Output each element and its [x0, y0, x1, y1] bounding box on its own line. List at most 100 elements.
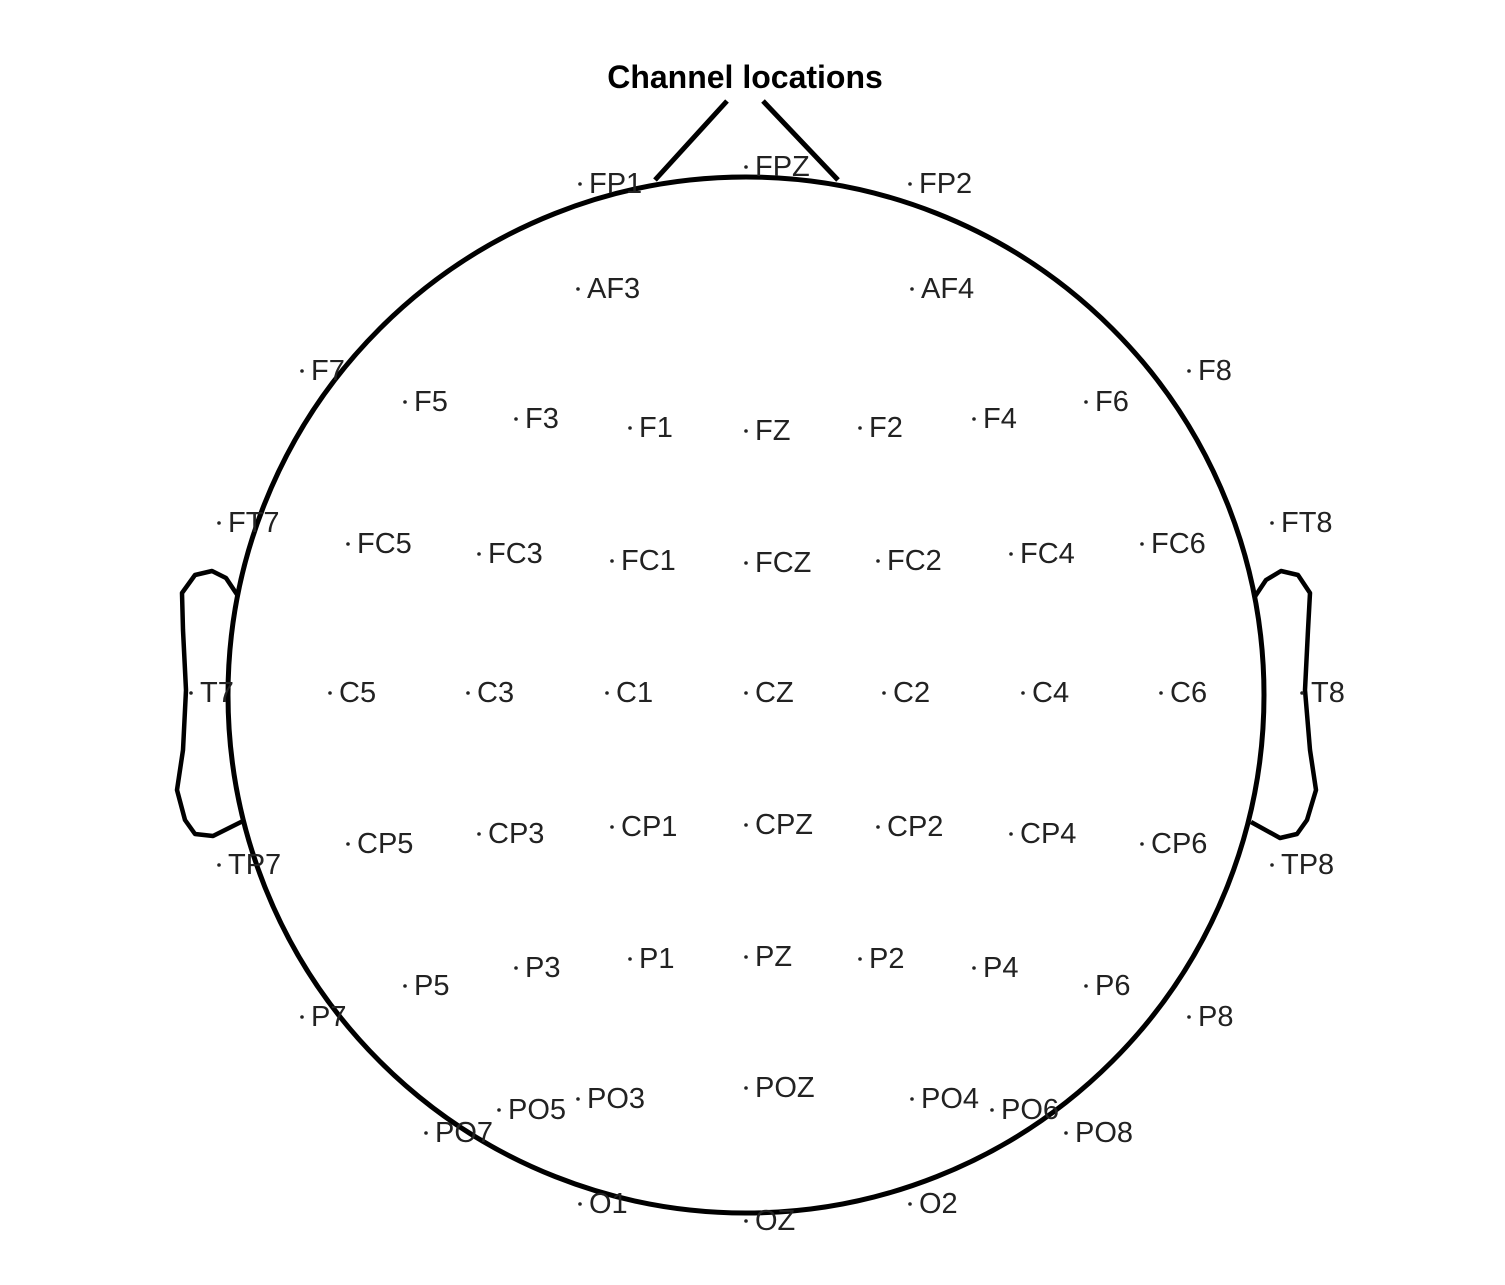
channel-dot: [328, 691, 332, 695]
channel-dot: [300, 1015, 304, 1019]
channel-f7: F7: [300, 355, 345, 387]
channel-label: P3: [525, 952, 560, 984]
channel-po5: PO5: [497, 1094, 566, 1126]
channel-dot: [610, 825, 614, 829]
channel-p5: P5: [403, 970, 449, 1002]
channel-tp8: TP8: [1270, 849, 1334, 881]
channel-fp2: FP2: [908, 168, 972, 200]
channel-fc4: FC4: [1009, 538, 1075, 570]
channel-dot: [605, 691, 609, 695]
channel-o2: O2: [908, 1188, 958, 1220]
channel-dot: [403, 400, 407, 404]
channel-fc1: FC1: [610, 545, 676, 577]
channel-label: OZ: [755, 1205, 795, 1237]
channel-dot: [744, 1086, 748, 1090]
channel-dot: [1187, 369, 1191, 373]
channel-label: C5: [339, 677, 376, 709]
nose-right-line: [761, 99, 840, 182]
channel-label: O1: [589, 1188, 628, 1220]
channel-label: CP5: [357, 828, 413, 860]
channel-dot: [477, 832, 481, 836]
channel-label: TP7: [228, 849, 281, 881]
channel-dot: [403, 984, 407, 988]
channel-label: TP8: [1281, 849, 1334, 881]
channel-poz: POZ: [744, 1072, 815, 1104]
channel-label: C4: [1032, 677, 1069, 709]
channel-label: P8: [1198, 1001, 1233, 1033]
channel-dot: [744, 561, 748, 565]
channel-label: FC4: [1020, 538, 1075, 570]
channel-label: PO6: [1001, 1094, 1059, 1126]
channel-dot: [466, 691, 470, 695]
channel-dot: [744, 823, 748, 827]
channel-f6: F6: [1084, 386, 1129, 418]
channel-label: PO8: [1075, 1117, 1133, 1149]
channel-po7: PO7: [424, 1117, 493, 1149]
channel-dot: [424, 1131, 428, 1135]
channel-p2: P2: [858, 943, 904, 975]
channel-label: PZ: [755, 941, 792, 973]
channel-f4: F4: [972, 403, 1017, 435]
channel-label: F4: [983, 403, 1017, 435]
channel-dot: [744, 691, 748, 695]
channel-label: F5: [414, 386, 448, 418]
channel-t8: T8: [1300, 677, 1345, 709]
channel-dot: [300, 369, 304, 373]
channel-dot: [514, 966, 518, 970]
channel-label: F1: [639, 412, 673, 444]
channel-label: FCZ: [755, 547, 811, 579]
channel-cp2: CP2: [876, 811, 943, 843]
channel-c2: C2: [882, 677, 930, 709]
channel-p3: P3: [514, 952, 560, 984]
channel-dot: [876, 825, 880, 829]
channel-tp7: TP7: [217, 849, 281, 881]
channel-label: CP1: [621, 811, 677, 843]
channel-label: CZ: [755, 677, 794, 709]
channel-f3: F3: [514, 403, 559, 435]
channel-fc3: FC3: [477, 538, 543, 570]
channel-dot: [744, 1219, 748, 1223]
channel-label: F8: [1198, 355, 1232, 387]
channel-label: FC1: [621, 545, 676, 577]
channel-dot: [744, 955, 748, 959]
channel-dot: [576, 1097, 580, 1101]
channel-af4: AF4: [910, 273, 974, 305]
channel-label: CP2: [887, 811, 943, 843]
channel-cp3: CP3: [477, 818, 544, 850]
channel-p4: P4: [972, 952, 1018, 984]
channel-dot: [1140, 542, 1144, 546]
channel-label: CPZ: [755, 809, 813, 841]
channel-label: AF3: [587, 273, 640, 305]
channel-label: F3: [525, 403, 559, 435]
channel-label: PO4: [921, 1083, 979, 1115]
channel-dot: [477, 552, 481, 556]
head-outline: [225, 174, 1267, 1216]
channel-t7: T7: [189, 677, 234, 709]
channel-fp1: FP1: [578, 168, 642, 200]
channel-dot: [744, 165, 748, 169]
channel-dot: [217, 521, 221, 525]
channel-label: P7: [311, 1001, 346, 1033]
channel-label: T8: [1311, 677, 1345, 709]
channel-dot: [972, 966, 976, 970]
channel-dot: [628, 426, 632, 430]
channel-p8: P8: [1187, 1001, 1233, 1033]
channel-p6: P6: [1084, 970, 1130, 1002]
channel-label: C2: [893, 677, 930, 709]
channel-po3: PO3: [576, 1083, 645, 1115]
channel-dot: [1270, 521, 1274, 525]
right-ear: [1249, 568, 1319, 841]
channel-f1: F1: [628, 412, 673, 444]
channel-label: FT8: [1281, 507, 1333, 539]
left-ear: [174, 568, 245, 839]
channel-label: POZ: [755, 1072, 815, 1104]
channel-dot: [1009, 552, 1013, 556]
channel-fcz: FCZ: [744, 547, 811, 579]
channel-fc6: FC6: [1140, 528, 1206, 560]
channel-dot: [1300, 691, 1304, 695]
channel-dot: [858, 426, 862, 430]
channel-label: O2: [919, 1188, 958, 1220]
channel-label: T7: [200, 677, 234, 709]
channel-c1: C1: [605, 677, 653, 709]
